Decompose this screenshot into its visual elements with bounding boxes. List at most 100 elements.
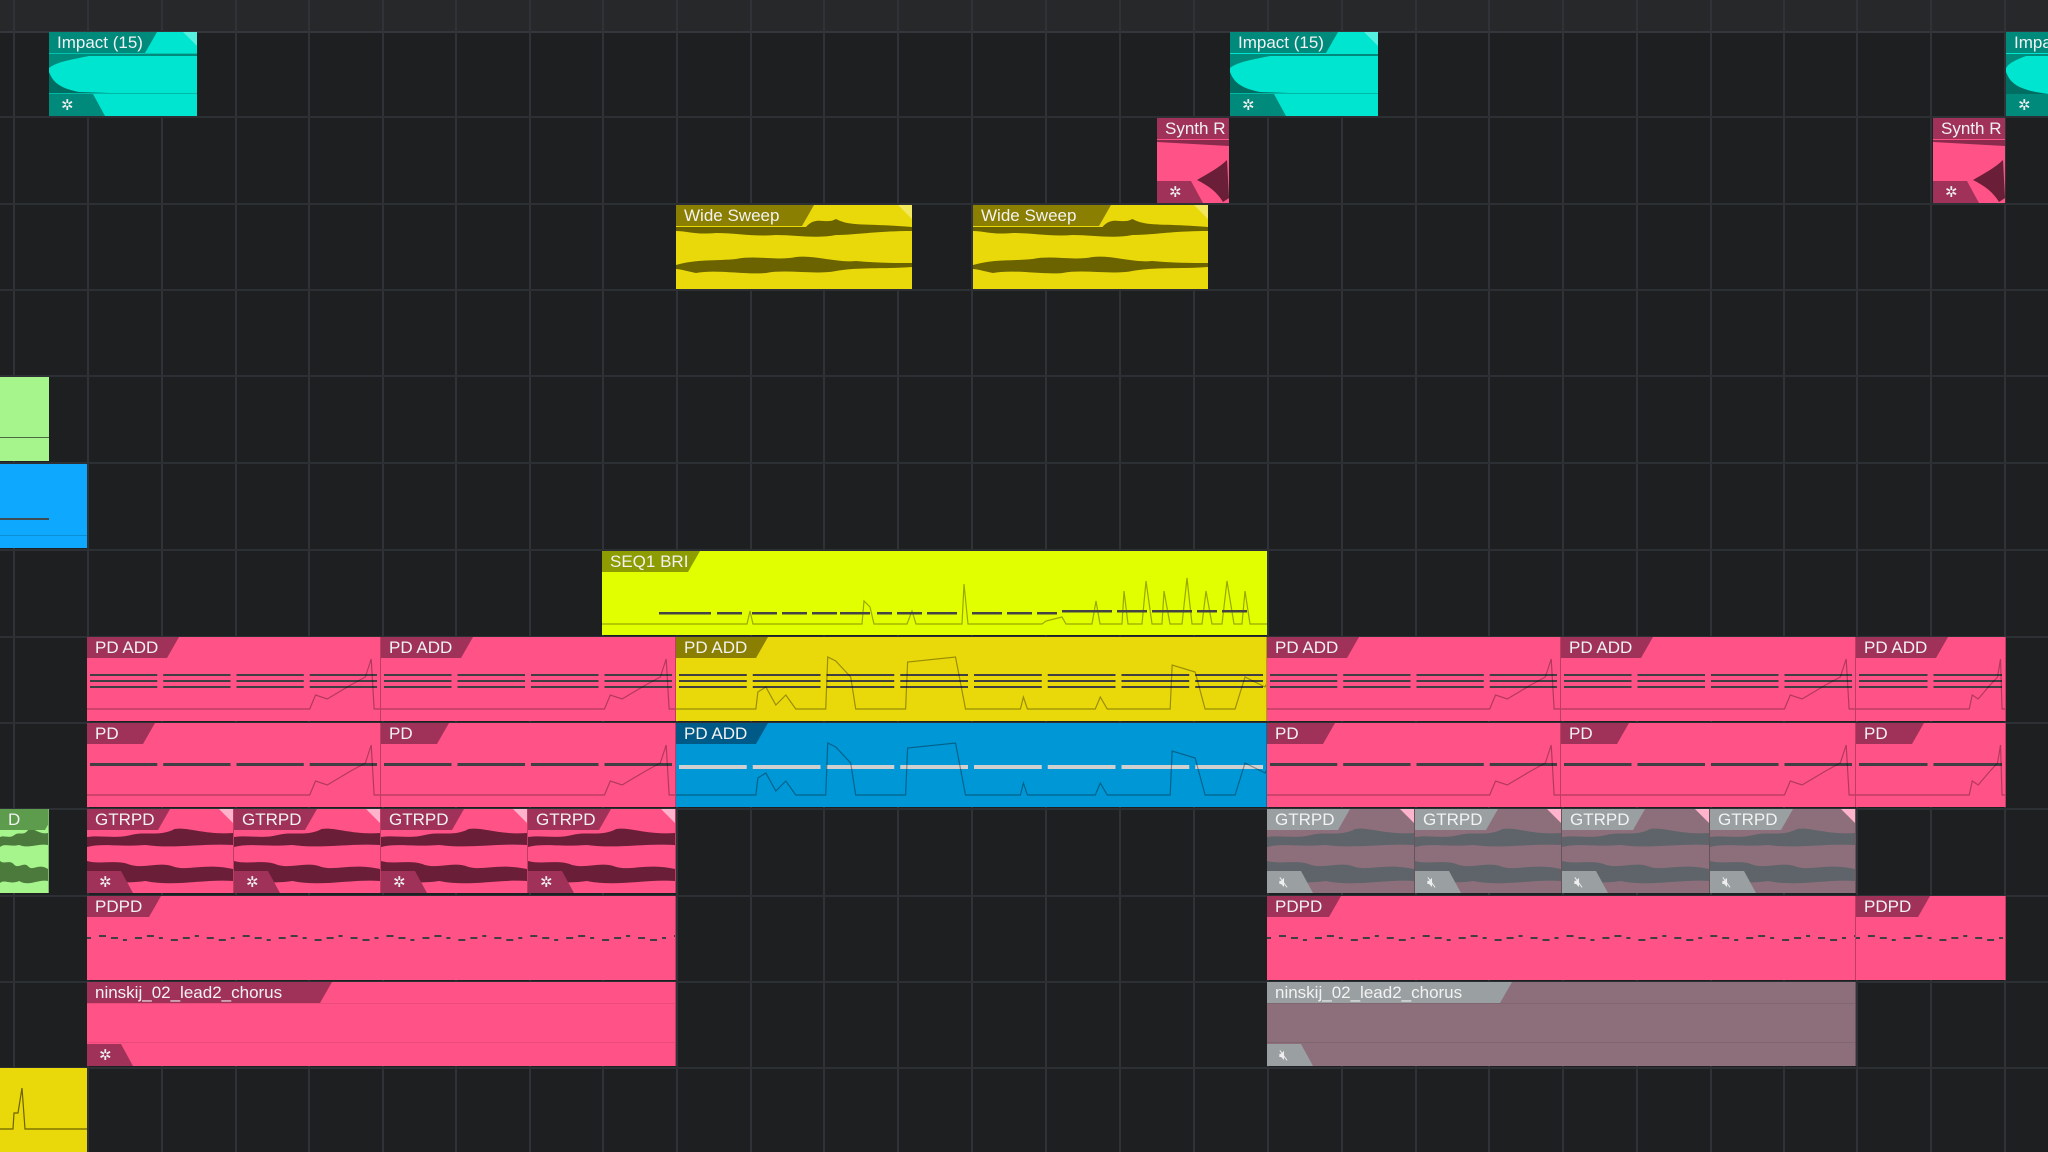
clip-gtrpd[interactable]: GTRPD🔇︎ bbox=[1267, 809, 1415, 893]
gear-icon[interactable]: ✲ bbox=[234, 871, 280, 893]
clip-gtrpd[interactable]: GTRPD 🔇︎ bbox=[1415, 809, 1562, 893]
clip-gtrpd[interactable]: GTRPD✲ bbox=[87, 809, 234, 893]
clip-synth-2[interactable]: Synth R ✲ bbox=[1933, 118, 2005, 203]
note-pattern bbox=[1561, 658, 1855, 710]
clip-blue-partial[interactable] bbox=[0, 464, 87, 548]
gear-icon[interactable]: ✲ bbox=[87, 1044, 133, 1066]
clip-label: PDPD bbox=[87, 896, 161, 917]
clip-gtrpd[interactable]: GTRPD 🔇︎ bbox=[1562, 809, 1710, 893]
automation-curve bbox=[0, 1087, 87, 1130]
clip-label: GTRPD bbox=[528, 809, 611, 830]
clip-pd[interactable]: PD bbox=[1856, 723, 2006, 807]
grid-line bbox=[1562, 0, 1564, 1152]
clip-label: GTRPD bbox=[1562, 809, 1645, 830]
track-divider bbox=[0, 981, 2048, 983]
clip-pd-add[interactable]: PD ADD bbox=[87, 637, 381, 721]
grid-line bbox=[235, 0, 237, 1152]
clip-pd-add[interactable]: PD ADD bbox=[676, 637, 1267, 721]
gear-icon[interactable]: ✲ bbox=[87, 871, 133, 893]
track-divider bbox=[0, 375, 2048, 377]
note-pattern bbox=[1856, 935, 2004, 941]
gear-icon[interactable]: ✲ bbox=[1230, 94, 1286, 116]
grid-line bbox=[1415, 0, 1417, 1152]
clip-pd-add[interactable]: PD ADD bbox=[1561, 637, 1856, 721]
gear-icon[interactable]: ✲ bbox=[381, 871, 427, 893]
clip-wide-sweep-2[interactable]: Wide Sweep bbox=[973, 205, 1208, 289]
clip-pd[interactable]: PD bbox=[87, 723, 381, 807]
clip-pd-add[interactable]: PD ADD bbox=[676, 723, 1267, 807]
clip-pd-add[interactable]: PD ADD bbox=[381, 637, 676, 721]
clip-gtrpd[interactable]: GTRPD✲ bbox=[381, 809, 528, 893]
track-divider bbox=[0, 116, 2048, 118]
clip-label: GTRPD bbox=[1710, 809, 1793, 830]
clip-impact-3[interactable]: Impa ✲ bbox=[2006, 32, 2048, 116]
clip-ninskij-02-lead2-chorus[interactable]: ninskij_02_lead2_chorus✲ bbox=[87, 982, 676, 1066]
mute-icon[interactable]: 🔇︎ bbox=[1267, 1044, 1313, 1066]
clip-d[interactable]: D bbox=[0, 809, 49, 893]
note-pattern bbox=[1561, 744, 1855, 796]
automation-curve bbox=[602, 577, 1267, 625]
clip-label: Wide Sweep bbox=[676, 205, 814, 226]
waveform bbox=[2006, 54, 2048, 94]
clip-label: D bbox=[0, 809, 49, 830]
gear-icon[interactable]: ✲ bbox=[49, 94, 105, 116]
grid-line bbox=[1710, 0, 1712, 1152]
note-pattern bbox=[1856, 658, 2005, 710]
grid-line bbox=[1930, 0, 1932, 1152]
grid-line bbox=[1856, 0, 1858, 1152]
clip-ninskij-02-lead2-chorus[interactable]: ninskij_02_lead2_chorus 🔇︎ bbox=[1267, 982, 1856, 1066]
track-divider bbox=[0, 808, 2048, 810]
clip-impact-1[interactable]: Impact (15) ✲ bbox=[49, 32, 197, 116]
clip-gtrpd[interactable]: GTRPD✲ bbox=[234, 809, 381, 893]
clip-label: GTRPD bbox=[1415, 809, 1498, 830]
clip-label: PD bbox=[1267, 723, 1335, 744]
mute-icon[interactable]: 🔇︎ bbox=[1415, 871, 1461, 893]
clip-pdpd[interactable]: PDPD bbox=[1267, 896, 1856, 980]
note-pattern bbox=[1267, 658, 1560, 710]
clip-pd[interactable]: PD bbox=[1267, 723, 1561, 807]
waveform bbox=[49, 54, 197, 94]
grid-line bbox=[382, 0, 384, 1152]
clip-pd[interactable]: PD bbox=[1561, 723, 1856, 807]
mute-icon[interactable]: 🔇︎ bbox=[1267, 871, 1313, 893]
clip-gtrpd[interactable]: GTRPD ✲ bbox=[528, 809, 676, 893]
clip-label: PD ADD bbox=[87, 637, 179, 658]
clip-gtrpd[interactable]: GTRPD 🔇︎ bbox=[1710, 809, 1856, 893]
track-divider bbox=[0, 1067, 2048, 1069]
clip-label: Wide Sweep bbox=[973, 205, 1111, 226]
waveform bbox=[676, 219, 912, 274]
gear-icon[interactable]: ✲ bbox=[1157, 181, 1203, 203]
grid-line bbox=[161, 0, 163, 1152]
grid-line bbox=[1636, 0, 1638, 1152]
clip-label: PD bbox=[1856, 723, 1924, 744]
clip-wide-sweep-1[interactable]: Wide Sweep bbox=[676, 205, 912, 289]
clip-green-partial[interactable] bbox=[0, 377, 49, 461]
track-divider bbox=[0, 895, 2048, 897]
clip-label: PD ADD bbox=[1267, 637, 1359, 658]
clip-impact-2[interactable]: Impact (15) ✲ bbox=[1230, 32, 1378, 116]
automation-curve bbox=[676, 656, 1266, 710]
clip-pd-add[interactable]: PD ADD bbox=[1856, 637, 2006, 721]
clip-seq1-bri[interactable]: SEQ1 BRI bbox=[602, 551, 1267, 635]
clip-pdpd[interactable]: PDPD bbox=[1856, 896, 2006, 980]
waveform bbox=[1933, 140, 2005, 202]
gear-icon[interactable]: ✲ bbox=[1933, 181, 1979, 203]
mute-icon[interactable]: 🔇︎ bbox=[1710, 871, 1756, 893]
gear-icon[interactable]: ✲ bbox=[2006, 94, 2048, 116]
clip-pdpd[interactable]: PDPD bbox=[87, 896, 676, 980]
track-divider bbox=[0, 289, 2048, 291]
clip-label: ninskij_02_lead2_chorus bbox=[1267, 982, 1512, 1003]
mute-icon[interactable]: 🔇︎ bbox=[1562, 871, 1608, 893]
note-pattern bbox=[87, 744, 380, 796]
clip-yellow-partial[interactable] bbox=[0, 1068, 87, 1152]
waveform bbox=[0, 828, 48, 884]
automation-curve bbox=[676, 742, 1266, 796]
clip-pd-add[interactable]: PD ADD bbox=[1267, 637, 1561, 721]
track-divider bbox=[0, 203, 2048, 205]
timeline-ruler[interactable] bbox=[0, 0, 2048, 33]
gear-icon[interactable]: ✲ bbox=[528, 871, 574, 893]
clip-label: PD ADD bbox=[676, 723, 768, 744]
clip-pd[interactable]: PD bbox=[381, 723, 676, 807]
grid-line bbox=[308, 0, 310, 1152]
clip-synth-1[interactable]: Synth R ✲ bbox=[1157, 118, 1229, 203]
